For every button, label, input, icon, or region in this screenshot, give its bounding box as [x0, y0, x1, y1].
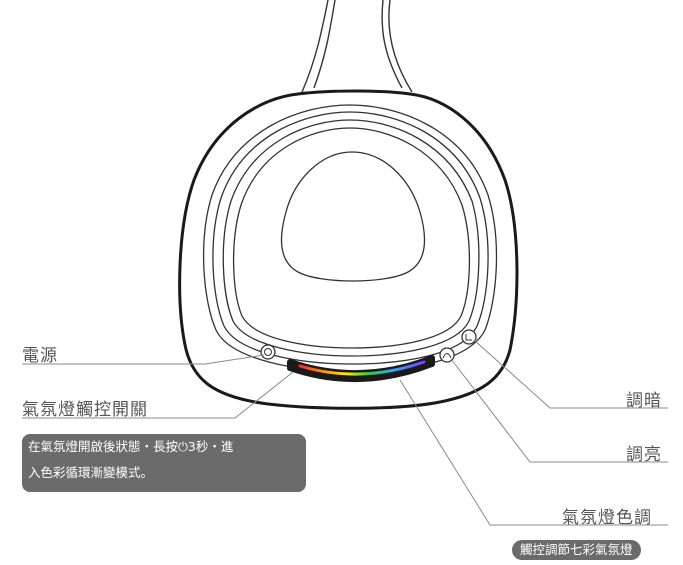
base-outer — [178, 89, 519, 410]
label-brighten: 調亮 — [626, 445, 662, 465]
leader-dim — [473, 339, 668, 409]
label-ambient-color: 氣氛燈色調 — [562, 508, 652, 528]
switch-note: 在氣氛燈開啟後狀態・長按⏻3秒・進 入色彩循環漸變模式。 — [22, 434, 306, 492]
color-note: 觸控調節七彩氣氛燈 — [512, 540, 641, 560]
brightness-up-icon[interactable] — [439, 347, 455, 363]
ring-4 — [232, 127, 471, 349]
leader-lines — [22, 339, 668, 526]
label-ambient-switch: 氣氛燈觸控開關 — [22, 400, 148, 420]
leader-brighten — [450, 358, 668, 463]
base-rings — [202, 104, 498, 373]
ring-3 — [222, 119, 480, 357]
label-dim: 調暗 — [626, 391, 662, 411]
rainbow-strip[interactable] — [298, 360, 426, 376]
switch-note-line1: 在氣氛燈開啟後狀態・長按⏻3秒・進 — [28, 439, 234, 454]
lamp-neck — [301, 0, 413, 93]
leader-switch — [22, 371, 294, 419]
power-icon[interactable] — [260, 344, 276, 360]
brightness-down-icon[interactable] — [461, 329, 477, 345]
leader-color — [399, 379, 668, 526]
ring-2 — [212, 111, 489, 365]
switch-note-line2: 入色彩循環漸變模式。 — [28, 465, 154, 480]
inner-triangle — [280, 151, 426, 282]
label-power: 電源 — [22, 346, 58, 366]
leader-power — [22, 354, 265, 365]
